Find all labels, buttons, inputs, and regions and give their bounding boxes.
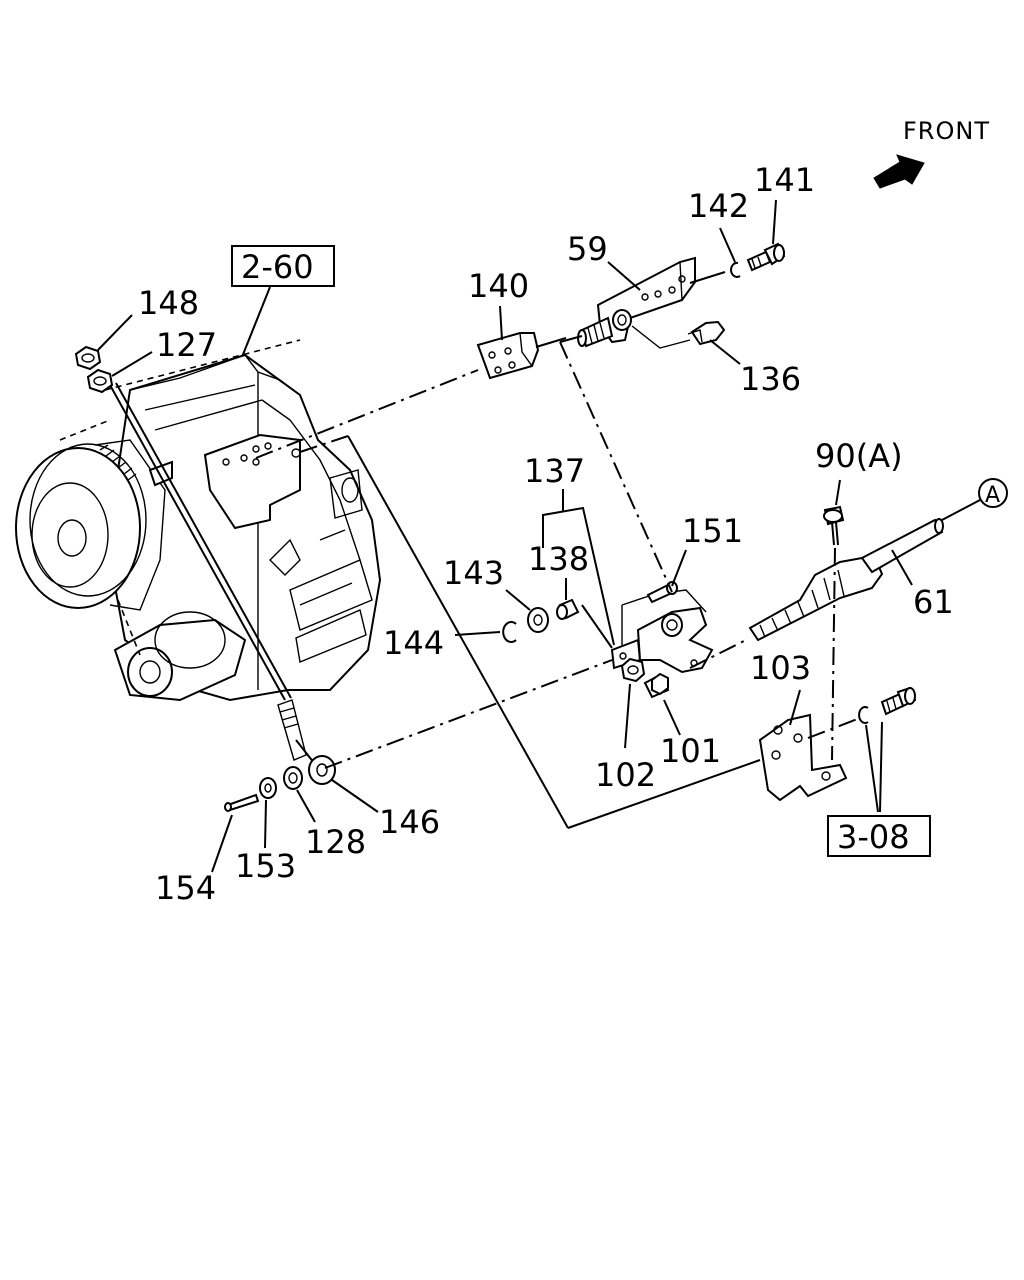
nut-102[interactable] — [620, 657, 646, 749]
bolt-90a[interactable] — [823, 479, 845, 546]
bracket-103[interactable] — [758, 689, 848, 802]
label-102: 102 — [595, 756, 656, 794]
bracket-140[interactable] — [476, 332, 567, 380]
label-101: 101 — [660, 732, 721, 770]
label-142: 142 — [688, 187, 749, 225]
washer-143[interactable] — [505, 589, 549, 633]
bolt-101[interactable] — [643, 672, 681, 736]
leader-lines — [97, 199, 777, 600]
ball-joint-146[interactable] — [308, 755, 379, 813]
nut-148[interactable] — [74, 345, 102, 371]
label-90a: 90(A) — [815, 437, 903, 475]
front-indicator: FRONT — [873, 117, 990, 189]
label-141: 141 — [754, 161, 815, 199]
clip-142[interactable] — [730, 261, 741, 278]
front-arrow-icon — [873, 154, 925, 189]
label-127: 127 — [156, 326, 217, 364]
callout-bracket-137 — [542, 489, 615, 649]
clip-3-08[interactable] — [858, 706, 869, 724]
reference-a-label: A — [985, 483, 1000, 508]
label-151: 151 — [682, 512, 743, 550]
label-137: 137 — [524, 452, 585, 490]
washer-128[interactable] — [283, 766, 316, 823]
injection-pump — [15, 339, 382, 702]
reference-2-60-label: 2-60 — [241, 248, 314, 286]
label-136: 136 — [740, 360, 801, 398]
phantom-lines — [255, 335, 861, 829]
cable-61[interactable] — [748, 499, 981, 642]
label-146: 146 — [379, 803, 440, 841]
reference-3-08-label: 3-08 — [837, 818, 910, 856]
label-153: 153 — [235, 847, 296, 885]
label-140: 140 — [468, 267, 529, 305]
reference-a[interactable]: A — [978, 478, 1008, 508]
label-128: 128 — [305, 823, 366, 861]
reference-2-60[interactable]: 2-60 — [231, 245, 335, 363]
label-148: 148 — [138, 284, 199, 322]
clip-144[interactable] — [454, 621, 517, 643]
pin-154[interactable] — [211, 793, 260, 873]
screw-136[interactable] — [687, 320, 741, 365]
reference-3-08[interactable]: 3-08 — [827, 721, 931, 857]
label-143: 143 — [443, 554, 504, 592]
front-label: FRONT — [903, 117, 990, 145]
label-138: 138 — [528, 540, 589, 578]
label-61: 61 — [913, 583, 954, 621]
threaded-stud — [577, 316, 614, 348]
label-144: 144 — [383, 624, 444, 662]
label-154: 154 — [155, 869, 216, 907]
label-103: 103 — [750, 649, 811, 687]
washer-153[interactable] — [259, 777, 277, 849]
bolt-3-08[interactable] — [880, 686, 917, 716]
bolt-141[interactable] — [746, 242, 786, 272]
lever-assembly-137[interactable] — [610, 589, 714, 674]
label-59: 59 — [567, 230, 608, 268]
nut-127[interactable] — [86, 368, 114, 394]
callout-labels: 148 127 140 59 142 141 136 137 138 143 1… — [138, 161, 954, 907]
link-rod — [109, 382, 319, 769]
collar-138[interactable] — [556, 598, 580, 620]
